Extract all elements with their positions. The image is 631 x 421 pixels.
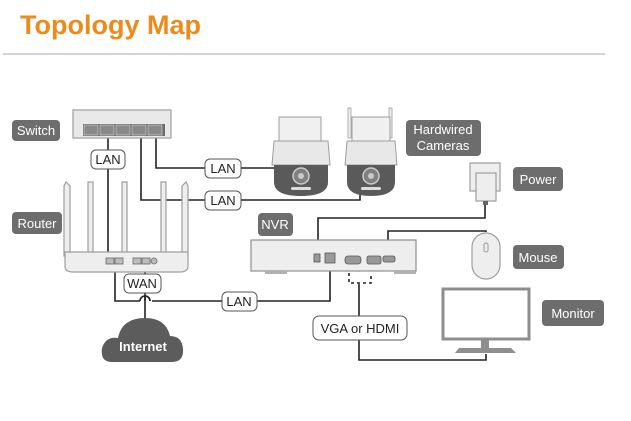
svg-text:VGA or HDMI: VGA or HDMI — [321, 321, 400, 336]
label-switch: Switch — [12, 120, 60, 141]
monitor-device — [441, 287, 531, 353]
internet-cloud: Internet — [101, 318, 184, 362]
switch-device — [72, 109, 172, 139]
conn-label-router-wan: WAN — [123, 273, 162, 294]
cameras-label-line1: Hardwired — [413, 122, 472, 137]
label-power: Power — [513, 167, 563, 191]
monitor-label: Monitor — [551, 306, 595, 321]
svg-text:WAN: WAN — [127, 276, 157, 291]
power-adapter — [469, 162, 501, 205]
conn-label-switch-camera2: LAN — [204, 190, 242, 211]
cameras-label-line2: Cameras — [417, 138, 470, 153]
router-label: Router — [17, 216, 57, 231]
label-cameras: Hardwired Cameras — [406, 120, 481, 156]
mouse-device — [471, 232, 501, 280]
label-nvr: NVR — [258, 213, 293, 236]
switch-label: Switch — [17, 123, 55, 138]
conn-label-switch-router: LAN — [90, 149, 126, 170]
page-title: Topology Map — [20, 10, 201, 40]
conn-label-nvr-monitor: VGA or HDMI — [312, 315, 408, 341]
svg-text:LAN: LAN — [226, 294, 251, 309]
camera-2 — [344, 107, 398, 196]
svg-text:LAN: LAN — [210, 193, 235, 208]
power-label: Power — [520, 172, 558, 187]
internet-label: Internet — [119, 339, 167, 354]
mouse-label: Mouse — [518, 250, 557, 265]
wire-nvr-monitor — [358, 284, 487, 361]
wire-router-nvr — [114, 262, 331, 302]
nvr-device — [250, 239, 417, 274]
video-ports-bracket — [348, 273, 372, 284]
label-monitor: Monitor — [542, 300, 604, 326]
svg-text:LAN: LAN — [95, 152, 120, 167]
wire-power-nvr — [317, 205, 486, 253]
router-device — [63, 180, 189, 273]
conn-label-router-nvr: LAN — [221, 291, 258, 312]
label-router: Router — [12, 212, 62, 234]
camera-1 — [271, 116, 331, 196]
conn-label-switch-camera1: LAN — [204, 158, 242, 179]
label-mouse: Mouse — [513, 245, 564, 269]
nvr-label: NVR — [261, 217, 288, 232]
svg-text:LAN: LAN — [210, 161, 235, 176]
wire-crossover-arc — [139, 295, 151, 302]
title-divider — [3, 53, 605, 55]
